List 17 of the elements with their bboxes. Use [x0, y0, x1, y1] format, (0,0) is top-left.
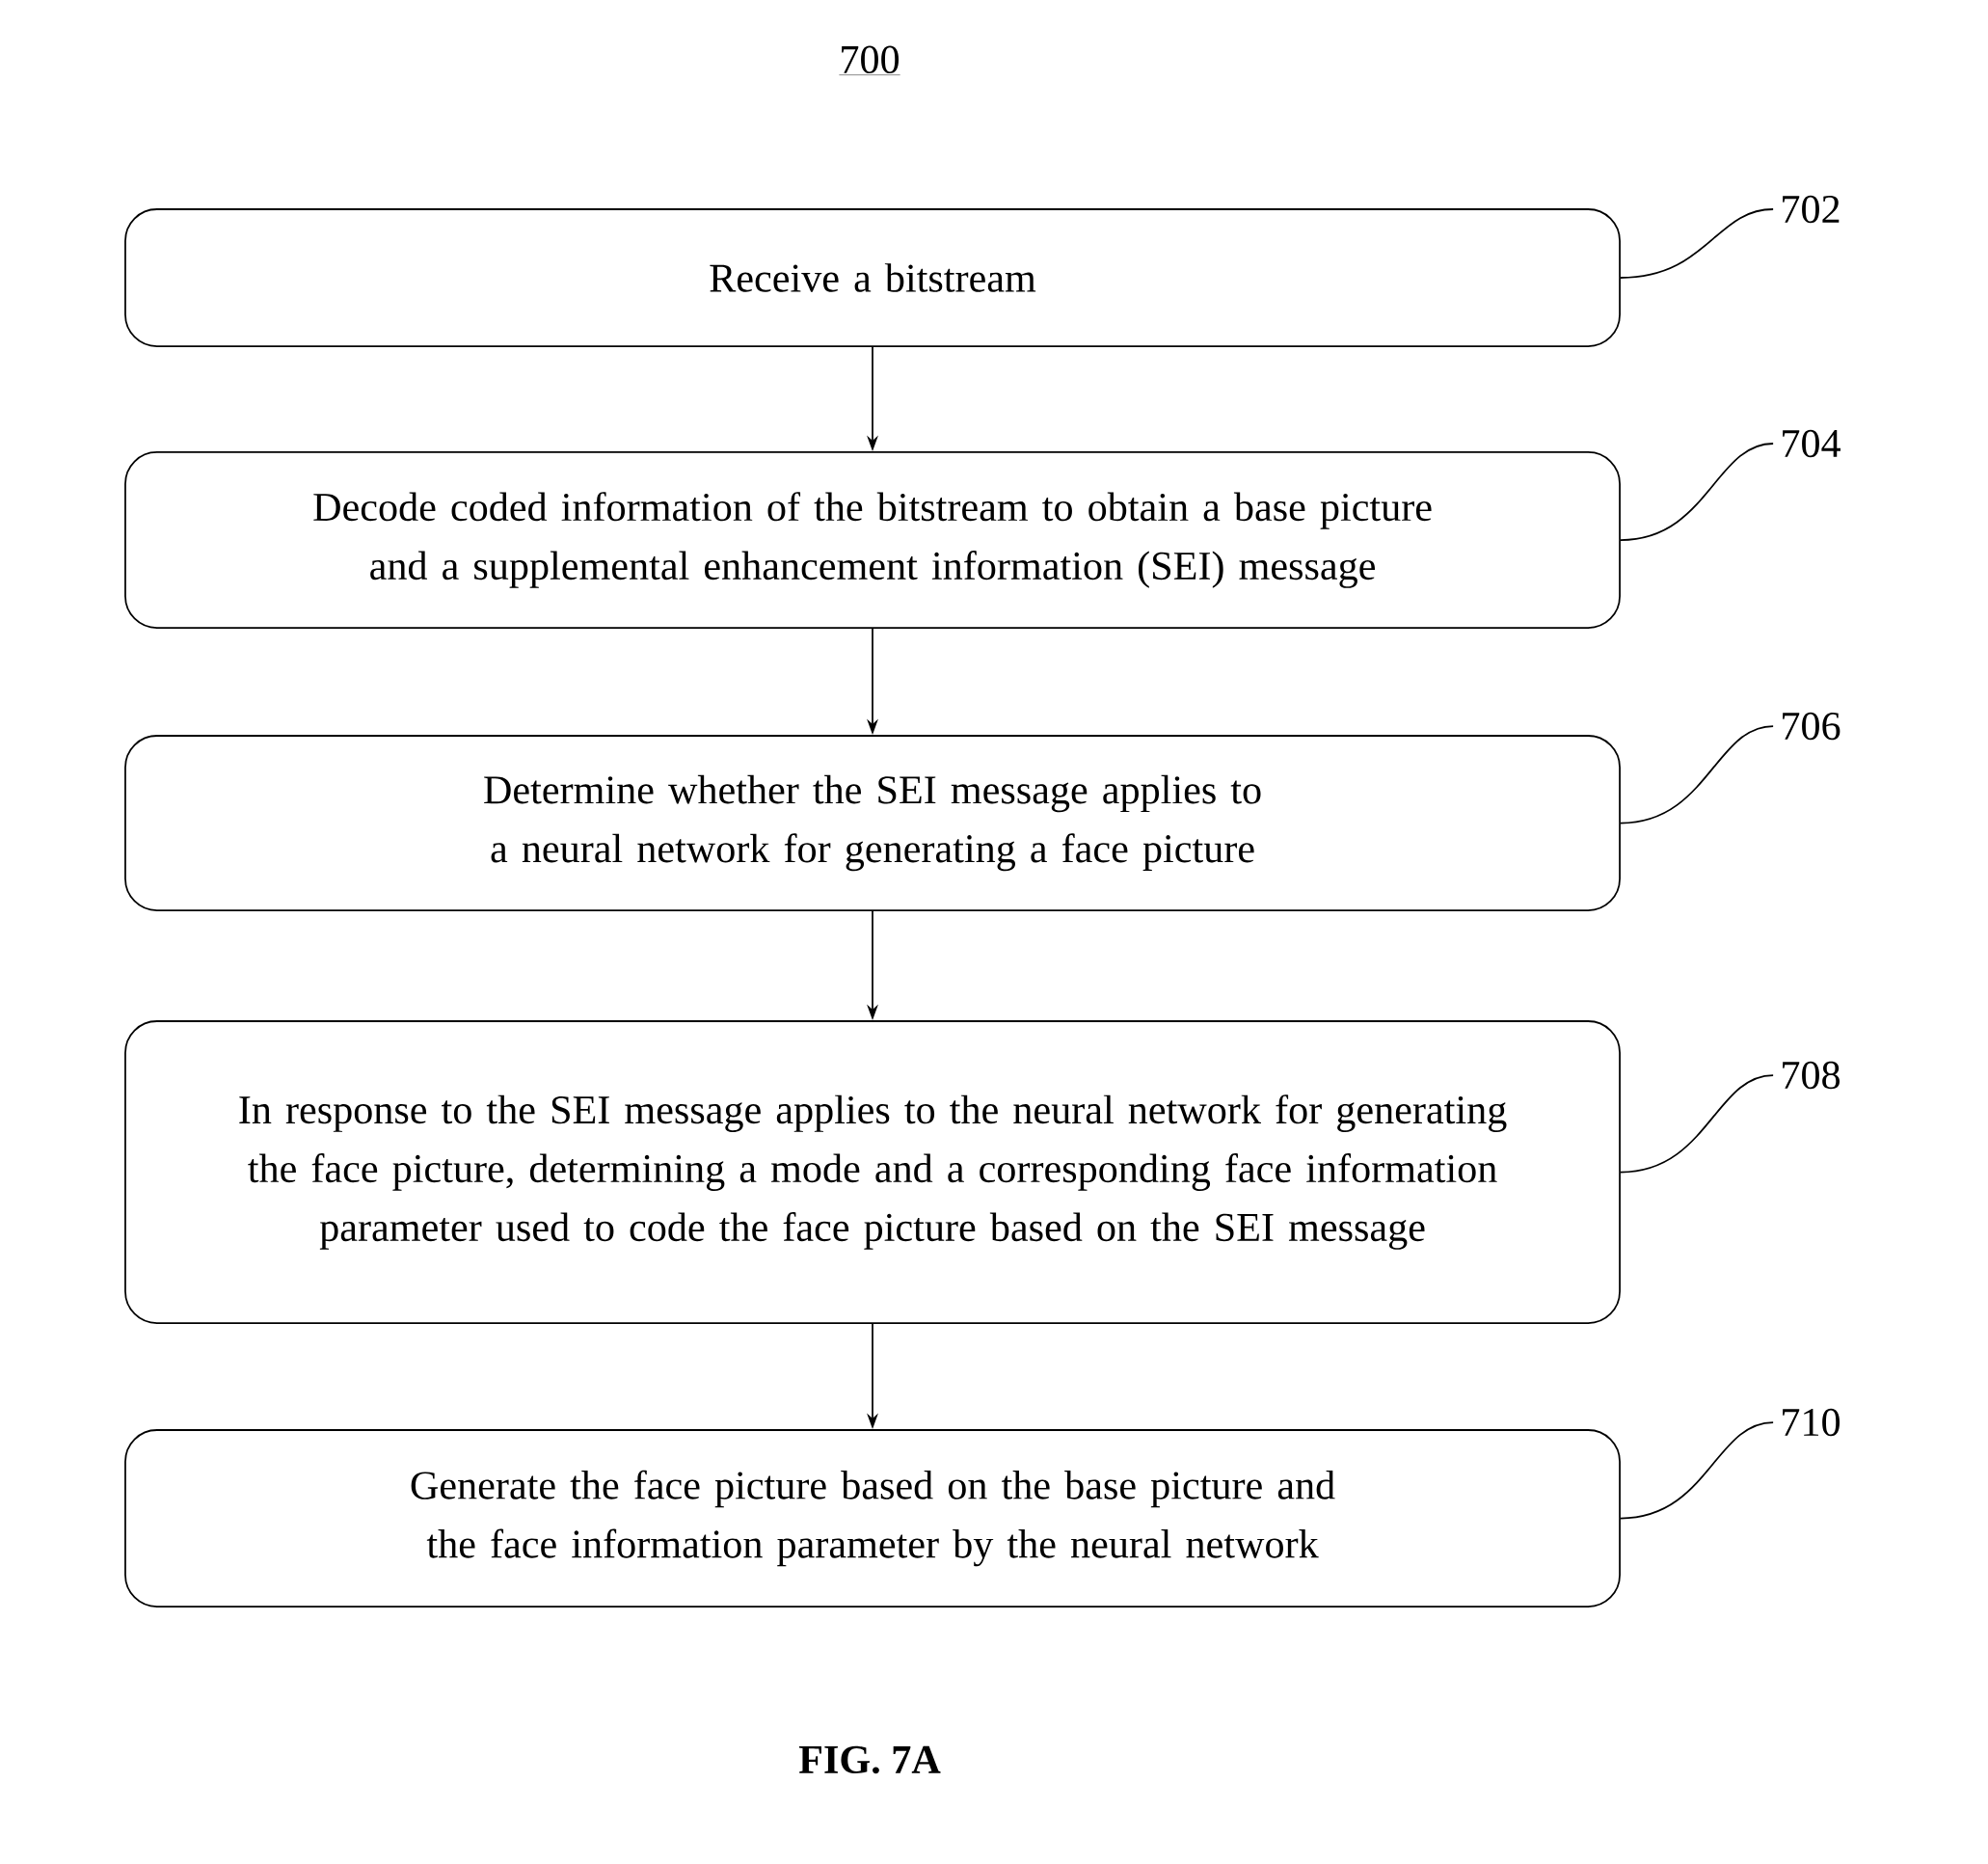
process-box: Decode coded information of the bitstream to obtain a base picture and a supplemental enhancement information (SEI) message	[124, 451, 1621, 629]
process-box: Generate the face picture based on the base picture and the face information parameter by the neural network	[124, 1429, 1621, 1607]
reference-numeral: 710	[1783, 1408, 1840, 1437]
leader-line	[1620, 1074, 1774, 1174]
leader-line	[1620, 725, 1774, 824]
reference-numeral: 702	[1783, 195, 1840, 224]
leader-line	[1620, 443, 1774, 541]
process-box: Receive a bitstream	[124, 208, 1621, 347]
leader-line	[1620, 208, 1774, 279]
reference-numeral: 706	[1783, 712, 1840, 741]
process-box: Determine whether the SEI message applies to a neural network for generating a face picture	[124, 735, 1621, 911]
process-box: In response to the SEI message applies to the neural network for generating the face picture, determining a mode and a corresponding face information parameter used to code the face picture based on the SEI message	[124, 1020, 1621, 1324]
figure-caption: FIG. 7A	[798, 1745, 941, 1774]
reference-numeral: 704	[1783, 429, 1840, 458]
reference-numeral: 708	[1783, 1061, 1840, 1090]
leader-line	[1620, 1421, 1774, 1520]
figure-number: 700	[839, 45, 900, 75]
